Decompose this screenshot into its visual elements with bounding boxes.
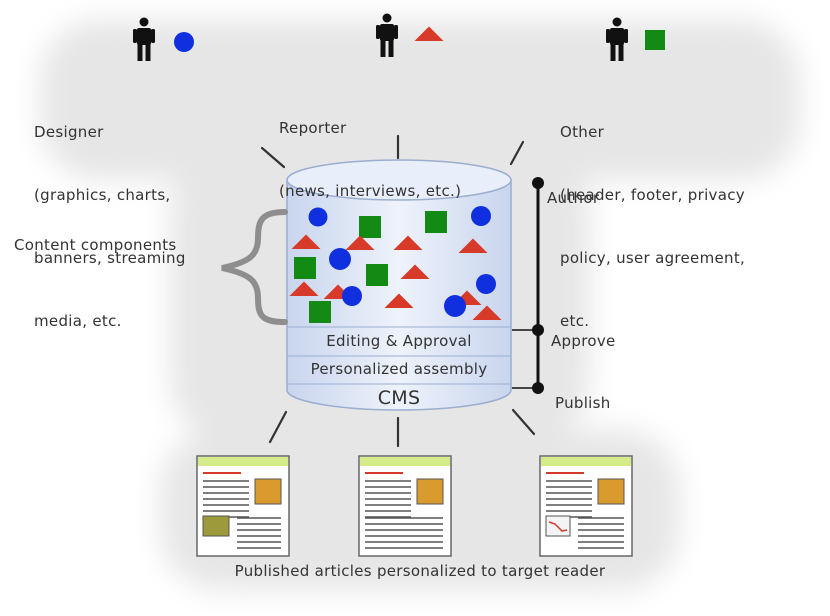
person-icon xyxy=(133,17,155,61)
personalized-assembly-label: Personalized assembly xyxy=(310,360,488,378)
other-label-line: policy, user agreement, xyxy=(560,249,746,267)
content-square-shape xyxy=(294,257,316,279)
article-image xyxy=(202,515,230,537)
content-triangle-shape xyxy=(291,234,321,249)
other-label: Other (header, footer, privacy policy, u… xyxy=(560,80,745,374)
content-square-shape xyxy=(359,216,381,238)
article-thumbnail xyxy=(358,455,452,557)
workflow-timeline xyxy=(512,177,544,394)
other-connector-line xyxy=(509,140,525,166)
contributors xyxy=(133,13,665,61)
cms-label: CMS xyxy=(377,387,421,409)
article-chart-line xyxy=(548,521,568,532)
designer-label-line: (graphics, charts, xyxy=(34,186,171,204)
content-square-shape xyxy=(366,264,388,286)
article-image xyxy=(254,478,282,505)
workflow-stage-label-author: Author xyxy=(547,189,600,207)
content-triangle-shape xyxy=(289,281,319,296)
content-components xyxy=(289,206,502,323)
content-triangle-shape xyxy=(393,235,423,250)
content-circle-shape xyxy=(329,248,351,270)
other-label-line: Other xyxy=(560,123,605,141)
reporter-label: Reporter (news, interviews, etc.) xyxy=(279,76,461,244)
other-label-line: (header, footer, privacy xyxy=(560,186,745,204)
workflow-node-author xyxy=(532,177,544,189)
article-header-bar xyxy=(541,457,631,466)
article-header-bar xyxy=(198,457,288,466)
content-triangle-shape xyxy=(458,238,488,253)
editing-approval-label: Editing & Approval xyxy=(326,332,472,350)
workflow-stage-label-publish: Publish xyxy=(555,394,611,412)
person-icon xyxy=(606,17,628,61)
article-thumbnail xyxy=(539,455,633,557)
content-square-shape xyxy=(425,211,447,233)
contributor-circle-icon xyxy=(174,32,194,52)
output-connector-line xyxy=(268,410,288,444)
reporter-label-line: (news, interviews, etc.) xyxy=(279,182,462,200)
content-components-label: Content components xyxy=(14,236,177,254)
article-thumbnail xyxy=(196,455,290,557)
reporter-label-line: Reporter xyxy=(279,119,347,137)
content-circle-shape xyxy=(444,295,466,317)
article-page xyxy=(358,455,452,557)
output-connectors xyxy=(268,408,536,448)
content-circle-shape xyxy=(476,274,496,294)
contributor-triangle-icon xyxy=(414,26,444,41)
other-label-line: etc. xyxy=(560,312,590,330)
contributor-square-icon xyxy=(645,30,665,50)
content-triangle-shape xyxy=(384,293,414,308)
article-page xyxy=(539,455,633,557)
content-triangle-shape xyxy=(472,305,502,320)
workflow-stage-label-approve: Approve xyxy=(551,332,616,350)
designer-connector-line xyxy=(260,146,286,169)
content-circle-shape xyxy=(342,286,362,306)
input-connectors xyxy=(260,134,525,169)
article-page xyxy=(196,455,290,557)
designer-label-line: Designer xyxy=(34,123,104,141)
designer-label-line: media, etc. xyxy=(34,312,122,330)
designer-label: Designer (graphics, charts, banners, str… xyxy=(34,80,186,374)
content-brace xyxy=(221,209,288,325)
content-square-shape xyxy=(309,301,331,323)
output-connector-line xyxy=(511,408,536,436)
published-articles xyxy=(196,455,633,557)
article-header-bar xyxy=(360,457,450,466)
article-image xyxy=(597,478,625,505)
content-triangle-shape xyxy=(400,264,430,279)
article-image xyxy=(416,478,444,505)
published-articles-caption: Published articles personalized to targe… xyxy=(234,562,606,580)
designer-label-line: banners, streaming xyxy=(34,249,186,267)
content-circle-shape xyxy=(471,206,491,226)
content-triangle-shape xyxy=(345,235,375,250)
content-circle-shape xyxy=(308,207,328,227)
person-icon xyxy=(376,13,398,57)
